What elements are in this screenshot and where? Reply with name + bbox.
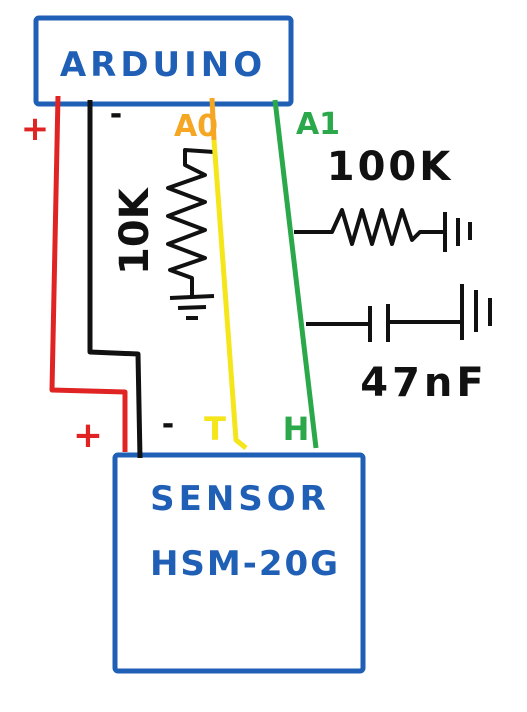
arduino-minus-label: - <box>110 97 122 132</box>
a0-stub <box>209 97 217 141</box>
arduino-label: ARDUINO <box>60 45 266 85</box>
humidity-wire <box>272 99 319 449</box>
sensor-t-label: T <box>204 410 226 448</box>
arduino-box <box>33 15 294 107</box>
a0-label: A0 <box>174 109 218 144</box>
resistor-100k-label: 100K <box>327 144 454 190</box>
sensor-plus-label: + <box>73 415 103 456</box>
resistor-10k-label: 10K <box>112 186 158 275</box>
capacitor-47nf-label: 47nF <box>360 360 487 406</box>
arduino-plus-label: + <box>21 109 50 149</box>
a1-label: A1 <box>296 107 340 142</box>
sensor-box <box>112 452 366 674</box>
resistor-100k <box>294 208 472 252</box>
capacitor-47nf <box>306 284 492 342</box>
gnd-wire <box>87 100 143 459</box>
vcc-wire <box>49 95 128 452</box>
sensor-label: SENSOR <box>150 479 330 519</box>
sensor-minus-label: - <box>162 407 174 442</box>
resistor-10k <box>166 148 215 320</box>
sensor-model: HSM-20G <box>150 544 340 584</box>
temp-wire <box>211 139 248 450</box>
sensor-h-label: H <box>283 410 310 448</box>
